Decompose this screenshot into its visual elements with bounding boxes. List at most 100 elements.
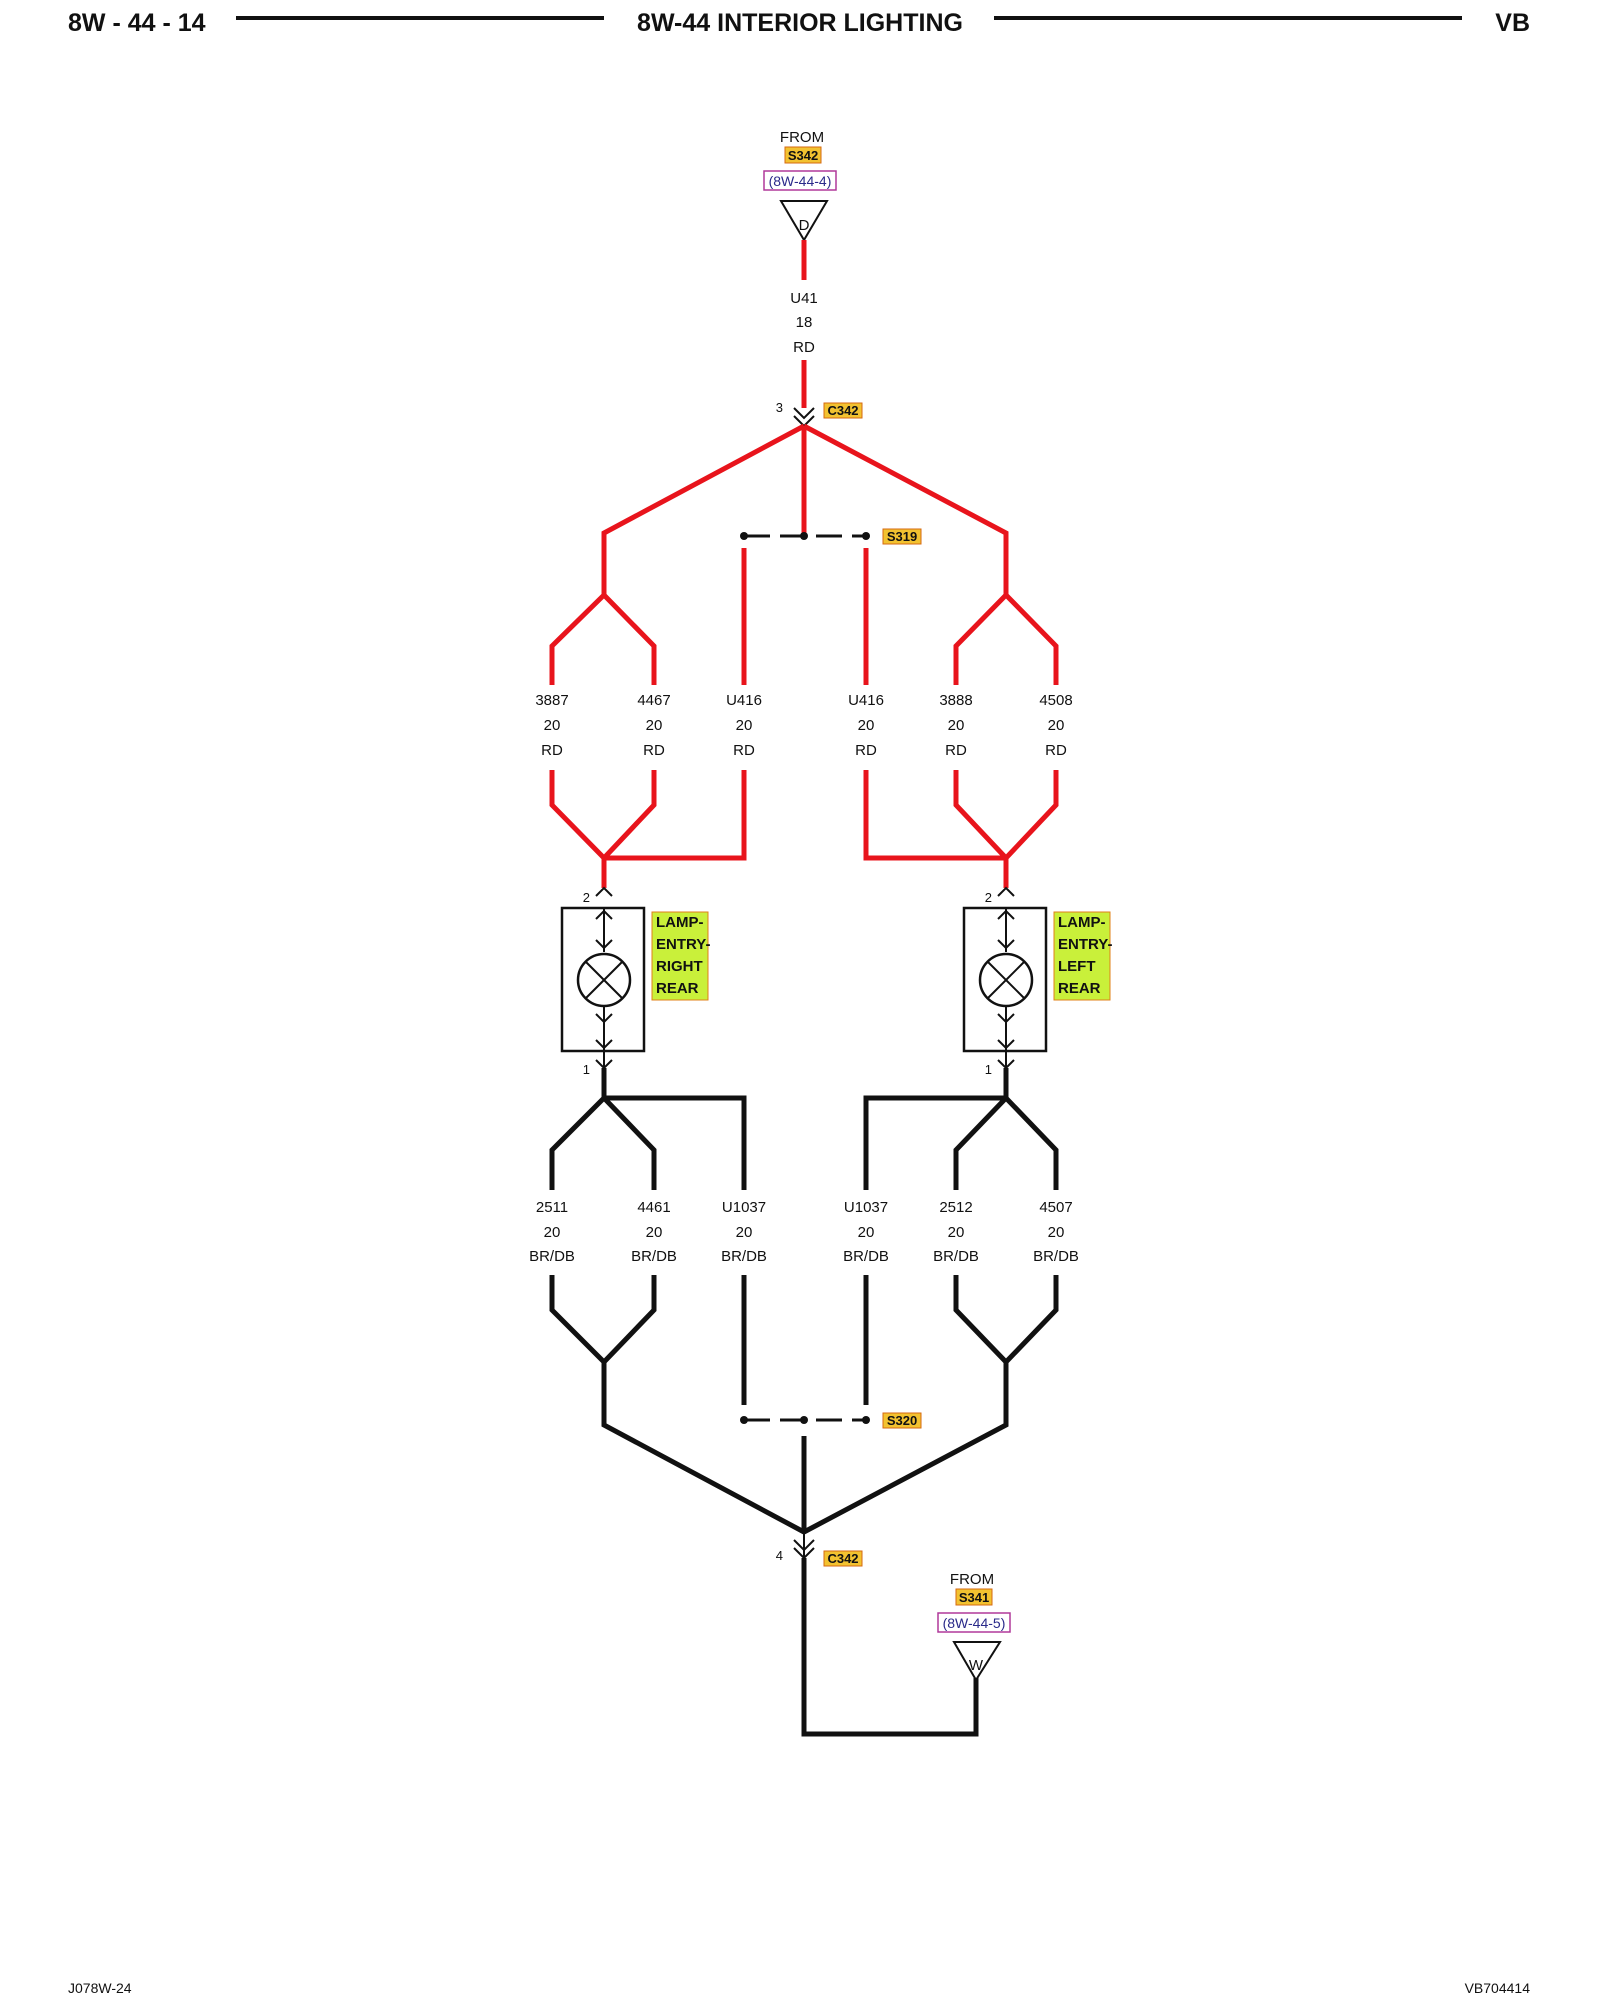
wire-u41-gauge: 18 xyxy=(796,314,813,331)
red-wire-4467-gauge: 20 xyxy=(646,717,663,734)
top-ref-box xyxy=(763,170,837,191)
wire-u41-circuit: U41 xyxy=(790,290,818,307)
blk-wire-u1037-right-gauge: 20 xyxy=(858,1224,875,1241)
footer-right-code: VB704414 xyxy=(1465,1980,1531,1996)
blk-wire-2512-gauge: 20 xyxy=(948,1224,965,1241)
lamp-left-label-line-2: ENTRY- xyxy=(1058,936,1112,953)
red-wire-3888-gauge: 20 xyxy=(948,717,965,734)
red-branch-u416-left-lower xyxy=(604,770,747,861)
page-code: 8W - 44 - 14 xyxy=(68,9,206,37)
lamp-left-chevron-top-icon xyxy=(997,939,1015,950)
blk-branch-4461-lower xyxy=(602,1275,657,1364)
red-wire-3888-label: 3888 20 RD xyxy=(939,692,972,759)
blk-wire-4461-circuit: 4461 xyxy=(637,1199,670,1216)
blk-branch-4507-lower xyxy=(1004,1275,1059,1364)
s320-tag: S320 xyxy=(887,1413,917,1428)
bottom-source-letter: W xyxy=(969,1657,984,1674)
blk-wire-4507-gauge: 20 xyxy=(1048,1224,1065,1241)
s319-node-left xyxy=(740,532,748,540)
c342-top-connector-icon xyxy=(793,407,815,420)
c342-bottom-tag: C342 xyxy=(827,1551,858,1566)
blk-wire-u1037-left-color: BR/DB xyxy=(721,1248,767,1265)
red-wire-4508-gauge: 20 xyxy=(1048,717,1065,734)
blk-branch-2511-upper xyxy=(549,1096,606,1190)
red-wire-3887-circuit: 3887 xyxy=(535,692,568,709)
lamp-left-arrow-down-icon xyxy=(997,1039,1015,1050)
s320-node-left xyxy=(740,1416,748,1424)
lamp-left-bulb-cross-b xyxy=(987,961,1025,999)
blk-wire-4461-color: BR/DB xyxy=(631,1248,677,1265)
red-wire-3888-circuit: 3888 xyxy=(939,692,972,709)
bottom-source-triangle-icon xyxy=(952,1641,1002,1682)
lamp-right-arrow-up-icon xyxy=(595,909,613,920)
c342-bottom-tag-bg xyxy=(823,1550,863,1567)
lamp-right-label-line-1: LAMP- xyxy=(656,914,704,931)
top-from-label: FROM xyxy=(780,129,824,146)
red-branch-4508-lower xyxy=(1004,770,1059,860)
blk-wire-u1037-left-gauge: 20 xyxy=(736,1224,753,1241)
s319-node-center xyxy=(800,532,808,540)
top-source-triangle-icon xyxy=(779,200,829,242)
s319-node-right xyxy=(862,532,870,540)
blk-branch-2511-lower xyxy=(549,1275,606,1364)
lamp-left-label-line-3: LEFT xyxy=(1058,958,1096,975)
lamp-left-pin-bottom: 1 xyxy=(985,1062,992,1077)
s320-tag-bg xyxy=(882,1412,922,1429)
red-branch-u416-right-lower xyxy=(863,770,1006,861)
top-page-ref[interactable]: (8W-44-4) xyxy=(769,173,832,189)
blk-branch-4507-upper xyxy=(1004,1096,1059,1190)
c342-top-pin: 3 xyxy=(776,400,783,415)
red-trunk-left xyxy=(601,423,806,595)
lamp-right-pin-bottom: 1 xyxy=(583,1062,590,1077)
blk-wire-u1037-right-label: U1037 20 BR/DB xyxy=(843,1199,889,1265)
lamp-right-pin2-connector-icon xyxy=(595,886,613,897)
s320-node-right xyxy=(862,1416,870,1424)
lamp-left-label-bg xyxy=(1053,911,1111,1001)
blk-branch-u1037-left-upper xyxy=(604,1095,747,1190)
blk-wire-2511-gauge: 20 xyxy=(544,1224,561,1241)
lamp-left-arrow-up-icon xyxy=(997,909,1015,920)
model-code: VB xyxy=(1495,9,1530,37)
s319-tag-bg xyxy=(882,528,922,545)
lamp-left-chevron-bottom-icon xyxy=(997,1013,1015,1024)
c342-top-tag-bg xyxy=(823,402,863,419)
red-wire-4467-label: 4467 20 RD xyxy=(637,692,670,759)
blk-wire-u1037-left-circuit: U1037 xyxy=(722,1199,766,1216)
lamp-right-pin-top: 2 xyxy=(583,890,590,905)
bottom-page-ref[interactable]: (8W-44-5) xyxy=(943,1615,1006,1631)
blk-branch-2512-lower xyxy=(953,1275,1008,1364)
red-branch-3888-lower xyxy=(953,770,1008,860)
blk-wire-4507-circuit: 4507 xyxy=(1039,1199,1072,1216)
red-branch-4467-upper xyxy=(602,593,657,685)
blk-wire-4461-label: 4461 20 BR/DB xyxy=(631,1199,677,1265)
red-wire-3887-color: RD xyxy=(541,742,563,759)
red-wire-u416-right-label: U416 20 RD xyxy=(848,692,884,759)
lamp-left-pin-top: 2 xyxy=(985,890,992,905)
red-wire-4508-label: 4508 20 RD xyxy=(1039,692,1072,759)
red-wire-u416-left-color: RD xyxy=(733,742,755,759)
top-splice-tag: S342 xyxy=(788,148,818,163)
c342-top-tag: C342 xyxy=(827,403,858,418)
s320-node-center xyxy=(800,1416,808,1424)
lamp-entry-right-rear: 2 LAMP- ENTRY- RIGHT REAR 1 xyxy=(560,886,710,1077)
c342-bottom-pin: 4 xyxy=(776,1548,783,1563)
bottom-ref-box xyxy=(937,1612,1011,1633)
blk-branch-2512-upper xyxy=(953,1096,1008,1190)
blk-wire-2511-circuit: 2511 xyxy=(536,1199,568,1216)
bottom-splice-tag: S341 xyxy=(959,1590,989,1605)
top-source-letter: D xyxy=(799,217,810,234)
blk-wire-2512-color: BR/DB xyxy=(933,1248,979,1265)
lamp-left-label-line-4: REAR xyxy=(1058,980,1101,997)
red-wire-u416-right-circuit: U416 xyxy=(848,692,884,709)
blk-wire-u1037-right-circuit: U1037 xyxy=(844,1199,888,1216)
lamp-left-label-line-1: LAMP- xyxy=(1058,914,1106,931)
red-wire-u416-right-color: RD xyxy=(855,742,877,759)
top-splice-tag-bg xyxy=(784,146,822,164)
red-branch-4508-upper xyxy=(1004,593,1059,685)
footer-left-code: J078W-24 xyxy=(68,1980,132,1996)
red-wire-4508-color: RD xyxy=(1045,742,1067,759)
red-wire-3887-gauge: 20 xyxy=(544,717,561,734)
lamp-right-label-line-4: REAR xyxy=(656,980,699,997)
blk-trunk-right xyxy=(802,1362,1009,1535)
blk-wire-4461-gauge: 20 xyxy=(646,1224,663,1241)
